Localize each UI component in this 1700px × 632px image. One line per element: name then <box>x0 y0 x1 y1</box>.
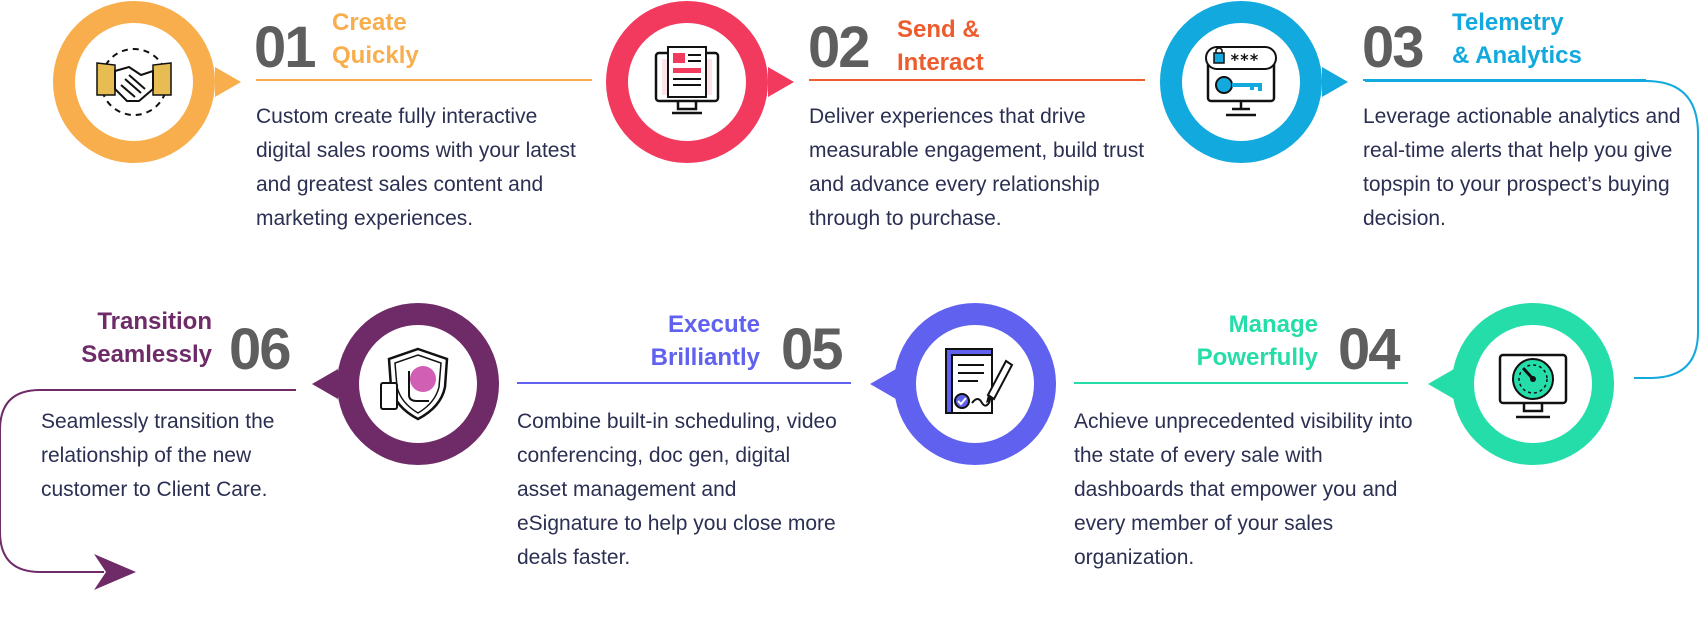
step-06-description: Seamlessly transition the relationship o… <box>41 410 275 501</box>
step-04-title: Manage Powerfully <box>1196 311 1318 371</box>
step-06-pointer <box>312 369 338 399</box>
step-06-number: 06 <box>229 317 291 382</box>
handshake-icon <box>96 48 172 116</box>
step-02-pointer <box>768 67 794 97</box>
svg-text:***: *** <box>1230 50 1259 69</box>
step-04-description: Achieve unprecedented visibility into th… <box>1074 410 1413 569</box>
step-02-description: Deliver experiences that drive measurabl… <box>809 105 1145 230</box>
secure-key-monitor-icon: *** <box>1205 46 1277 117</box>
step-06-title: Transition Seamlessly <box>81 308 212 368</box>
step-02-divider <box>809 79 1145 81</box>
step-06-ring <box>337 303 499 465</box>
step-01-number: 01 <box>254 15 316 80</box>
step-03-description: Leverage actionable analytics and real-t… <box>1363 105 1681 230</box>
step-05-number: 05 <box>781 317 843 382</box>
step-03-divider <box>1363 79 1646 81</box>
step-01-pointer <box>215 67 241 97</box>
step-01-divider <box>256 79 592 81</box>
step-05-divider <box>517 382 851 384</box>
step-03-pointer <box>1322 67 1348 97</box>
step-03-title: Telemetry & Analytics <box>1452 9 1582 69</box>
step-04-pointer <box>1428 369 1454 399</box>
document-monitor-icon <box>654 46 720 115</box>
signed-contract-icon <box>945 348 1014 414</box>
step-05-description: Combine built-in scheduling, video confe… <box>517 410 837 569</box>
step-03-number: 03 <box>1362 15 1424 80</box>
step-04-divider <box>1074 382 1408 384</box>
step-05-pointer <box>870 369 896 399</box>
step-04-number: 04 <box>1338 317 1400 382</box>
dashboard-gauge-icon <box>1498 353 1568 419</box>
step-05-title: Execute Brilliantly <box>650 311 760 371</box>
step-01-title: Create Quickly <box>332 9 419 69</box>
step-06-divider <box>40 389 296 391</box>
step-02-title: Send & Interact <box>897 16 984 76</box>
step-01-description: Custom create fully interactive digital … <box>256 105 576 230</box>
step-02-number: 02 <box>808 15 870 80</box>
shield-handoff-icon <box>380 347 449 421</box>
